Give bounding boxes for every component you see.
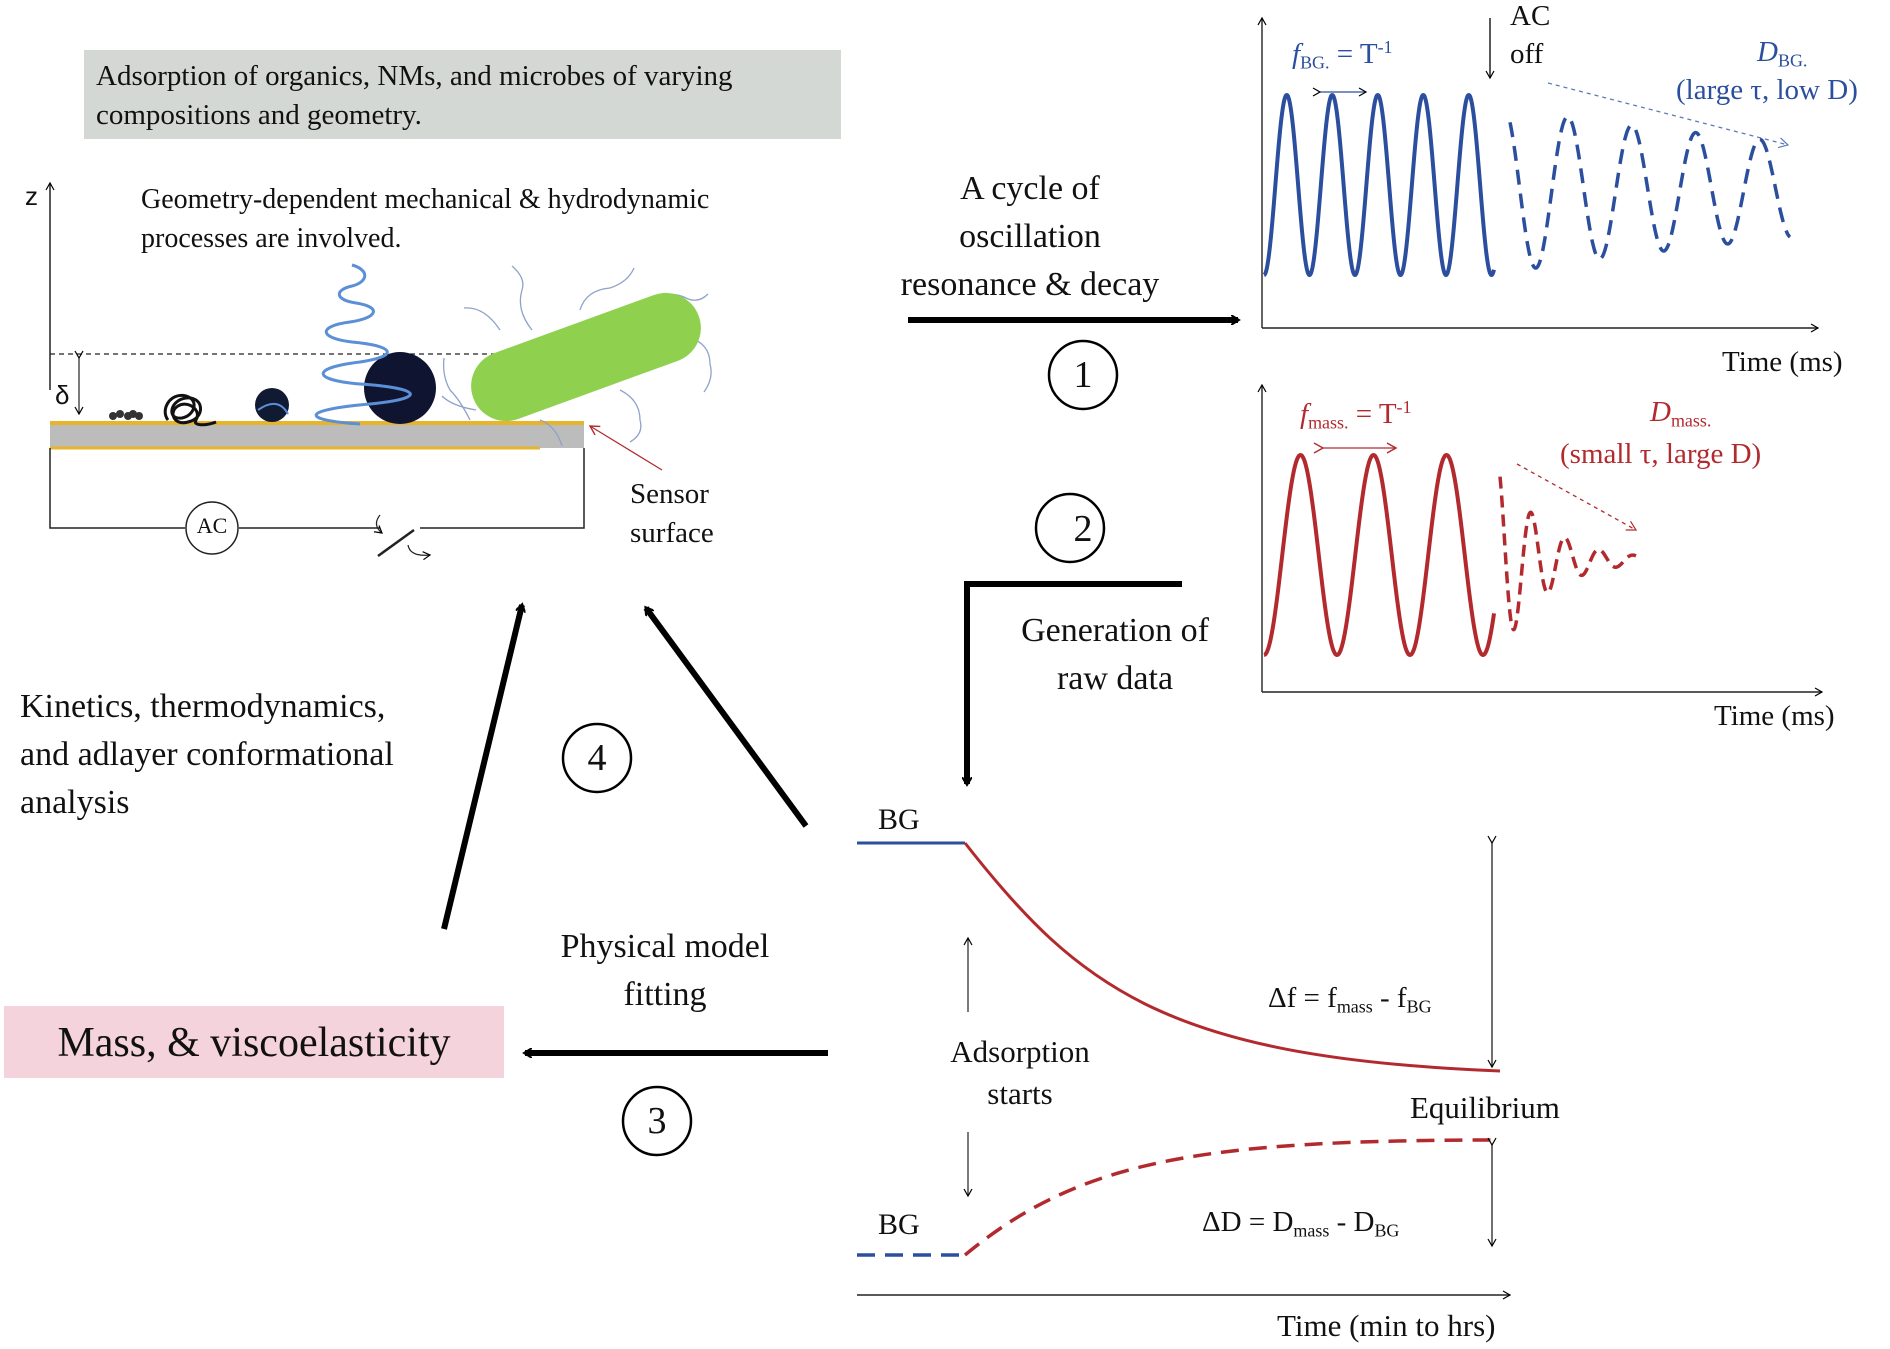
spring-icon [314,263,412,426]
step4-arrow-left [441,605,522,930]
mass-decay-envelope [1516,463,1638,531]
time-xlabel: Time (min to hrs) [1277,1308,1496,1343]
step2-arrow [967,581,1182,784]
mass-freq-sub: mass. [1308,412,1349,433]
ac-label: AC [196,513,228,538]
bg-frequency-label: fBG. = T-1 [1292,38,1393,71]
ac-source-icon [185,501,239,555]
switch-icon [377,528,415,558]
adsorption-line2: starts [987,1076,1053,1111]
plot-bg [1257,16,1820,333]
step1-line3: resonance & decay [900,266,1160,303]
mass-diss-sub: mass. [1670,410,1712,431]
mass-dissipation-label: Dmass. [1650,396,1712,431]
bg-decay-envelope [1547,82,1790,149]
delta-f-sub2: BG [1406,996,1432,1017]
mass-freq-eq: = T [1348,397,1397,430]
bg-freq-eq: = T [1329,37,1378,70]
geometry-note-line1: Geometry-dependent mechanical & hydrodyn… [141,184,710,215]
step1-circle [1047,339,1119,411]
step1-number: 1 [1073,354,1093,396]
delta-d-mid: - D [1329,1206,1375,1238]
mass-xlabel: Time (ms) [1714,700,1835,732]
mass-frequency-label: fmass. = T-1 [1300,398,1412,431]
title-box-line1: Adsorption of organics, NMs, and microbe… [96,60,733,92]
circuit-wire [49,448,185,529]
bg-freq-sup: -1 [1377,37,1393,57]
delta-d-curve [963,1138,1501,1257]
step4-circle [561,722,633,794]
step3-line2: fitting [623,976,707,1013]
step1-line2: oscillation [959,218,1101,255]
bg-top-label: BG [878,803,920,836]
delta-f-label: Δf = fmass - fBG [1268,982,1432,1017]
bg-freq-symbol: f [1292,37,1301,70]
result-box-label: Mass, & viscoelasticity [57,1020,451,1066]
mass-decay [1498,476,1637,632]
plot-mass [1257,383,1824,697]
mass-oscillation [1263,452,1496,658]
step2-circle [1034,492,1106,564]
plot-time [857,835,1512,1300]
step2-number: 2 [1073,508,1093,550]
analysis-line1: Kinetics, thermodynamics, [20,688,386,725]
sensor-label-line1: Sensor [630,478,709,510]
bg-oscillation [1262,93,1496,278]
adsorption-line1: Adsorption [950,1034,1090,1069]
analysis-line2: and adlayer conformational [20,736,394,773]
delta-d-eq: ΔD = D [1202,1206,1294,1238]
step2-line2: raw data [1056,660,1174,697]
sensor-setup [45,181,712,561]
sensor-label-line2: surface [630,517,714,549]
delta-f-curve [963,842,1501,1073]
ac-off-line1: AC [1510,0,1551,32]
sensor-plate [50,423,584,448]
delta-label: δ [55,380,70,410]
bg-bottom-label: BG [878,1208,920,1241]
molecule-icon [109,410,143,420]
step4-number: 4 [587,737,607,779]
step3-circle [621,1085,693,1157]
geometry-note-line2: processes are involved. [141,223,402,254]
delta-d-sub2: BG [1374,1220,1400,1241]
mass-dissipation-note: (small τ, large D) [1560,438,1762,470]
mass-freq-symbol: f [1300,397,1309,430]
result-box [4,1006,504,1078]
delta-d-sub1: mass [1293,1220,1330,1241]
bg-dissipation-label: DBG. [1757,36,1808,71]
bg-dissipation-note: (large τ, low D) [1676,74,1858,106]
delta-f-eq: Δf = f [1268,982,1337,1014]
equilibrium-label: Equilibrium [1410,1090,1560,1125]
mass-freq-sup: -1 [1396,397,1412,417]
bg-xlabel: Time (ms) [1722,346,1843,378]
title-box-line2: compositions and geometry. [96,99,422,131]
step1-line1: A cycle of [960,170,1100,207]
step3-number: 3 [647,1100,667,1142]
bg-diss-sub: BG. [1777,50,1808,71]
bg-diss-symbol: D [1757,36,1778,68]
delta-f-mid: - f [1372,982,1407,1014]
step2-line1: Generation of [1021,612,1209,649]
step3-line1: Physical model [560,928,770,965]
mass-diss-symbol: D [1650,396,1671,428]
delta-d-label: ΔD = Dmass - DBG [1202,1206,1400,1241]
nanoparticle-icon [255,388,289,422]
ac-off-line2: off [1510,38,1544,70]
polymer-coil-icon [163,393,217,427]
bacterium-icon [441,265,712,447]
delta-f-sub1: mass [1336,996,1373,1017]
title-box [84,50,841,139]
bg-decay [1508,114,1792,270]
bg-freq-sub: BG. [1300,52,1330,73]
sensor-pointer [588,425,663,471]
analysis-line3: analysis [20,784,130,821]
z-axis-label: z [25,181,38,211]
step4-arrow-right [643,608,809,828]
